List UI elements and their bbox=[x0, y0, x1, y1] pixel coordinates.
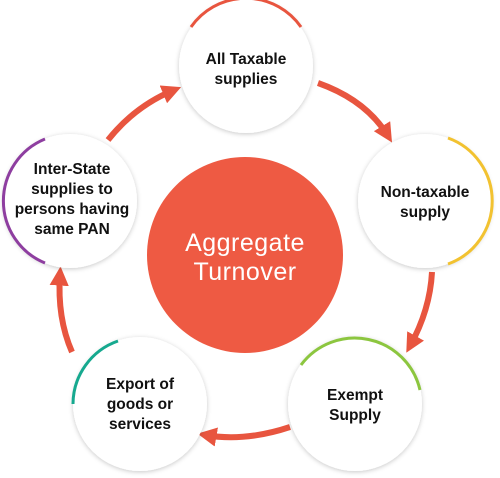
center-title-line2: Turnover bbox=[193, 258, 296, 286]
node-label-line4: same PAN bbox=[34, 221, 110, 238]
node-label-line1: Export of bbox=[106, 376, 175, 393]
center-title-line1: Aggregate bbox=[185, 229, 305, 257]
node-accent-arc bbox=[447, 136, 494, 266]
arrow-interstate-to-taxable bbox=[105, 85, 182, 142]
node-label-line1: Non-taxable bbox=[381, 184, 470, 201]
center-node: Aggregate Turnover bbox=[147, 157, 343, 353]
node-exempt-supply: Exempt Supply bbox=[288, 336, 422, 471]
node-label-line3: services bbox=[109, 416, 171, 433]
node-non-taxable-supply: Non-taxable supply bbox=[358, 134, 494, 268]
node-label-line1: Exempt bbox=[327, 387, 383, 404]
node-accent-arc bbox=[71, 339, 119, 405]
node-label-line2: Supply bbox=[329, 407, 381, 424]
node-accent-arc bbox=[299, 336, 422, 391]
node-label-line2: supplies bbox=[215, 71, 278, 88]
node-label-line2: supply bbox=[400, 204, 450, 221]
node-label-line1: Inter-State bbox=[34, 161, 111, 178]
node-label-line2: supplies to bbox=[31, 181, 113, 198]
arrow-export-to-interstate bbox=[49, 266, 75, 354]
node-label-line2: goods or bbox=[107, 396, 173, 413]
node-export-goods-services: Export of goods or services bbox=[71, 337, 207, 471]
node-accent-arc bbox=[1, 137, 46, 265]
node-label-line3: persons having bbox=[15, 201, 130, 218]
node-label-line1: All Taxable bbox=[206, 51, 287, 68]
node-all-taxable-supplies: All Taxable supplies bbox=[179, 0, 313, 133]
arrow-nontaxable-to-exempt bbox=[406, 271, 435, 353]
node-inter-state-supplies: Inter-State supplies to persons having s… bbox=[1, 134, 137, 268]
node-accent-arc bbox=[189, 0, 303, 28]
arrow-exempt-to-export bbox=[197, 424, 291, 447]
arrow-taxable-to-nontaxable bbox=[316, 80, 393, 143]
cycle-arrows bbox=[49, 80, 435, 447]
